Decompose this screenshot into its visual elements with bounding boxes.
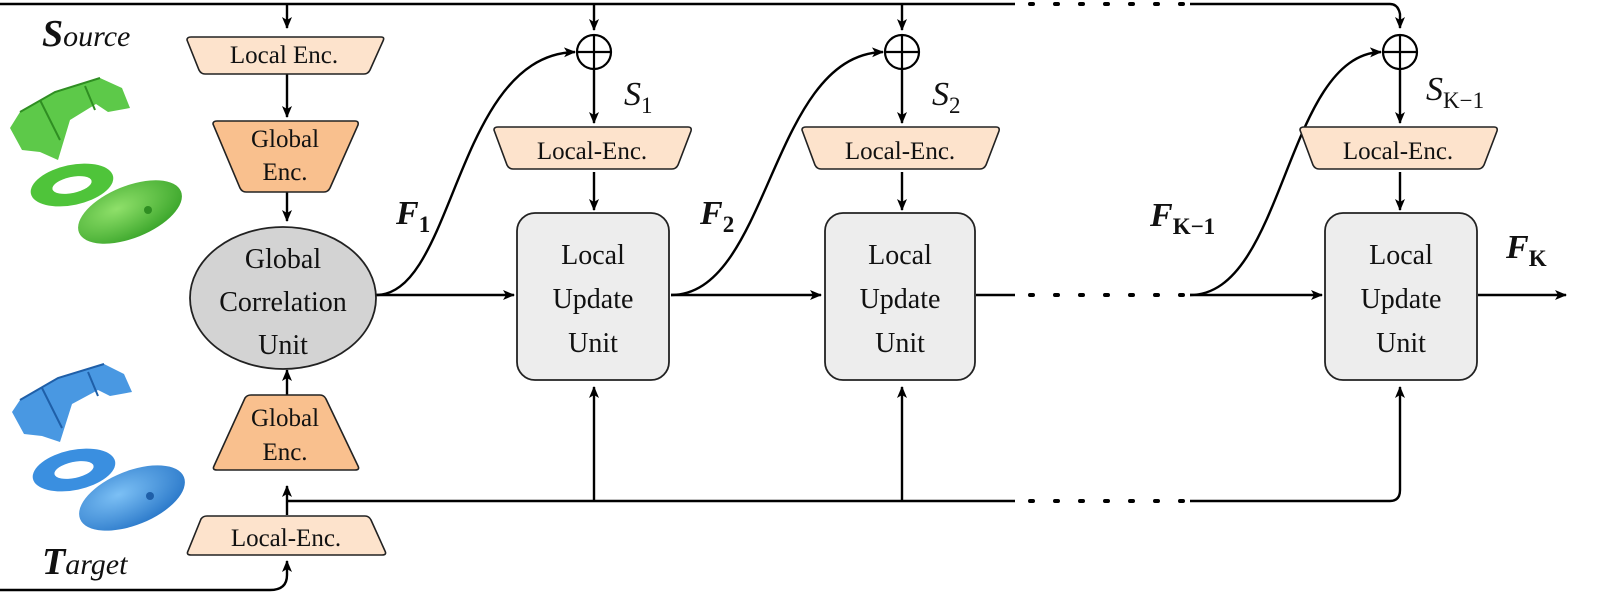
target-global-encoder: Global Enc.	[212, 394, 360, 471]
label: Update	[1361, 284, 1442, 315]
source-global-encoder: Global Enc.	[212, 120, 359, 193]
label: Global	[251, 405, 319, 432]
stage-2: S2 Local-Enc. Local Update Unit F2	[699, 33, 1000, 381]
local-update-unit-k: Local Update Unit	[1324, 212, 1478, 381]
oplus-1	[575, 33, 613, 71]
flow-label-k: FK	[1505, 229, 1547, 271]
arrow	[1189, 47, 1382, 297]
source-label: Source	[42, 13, 130, 55]
label: Unit	[1376, 328, 1426, 359]
label: Local-Enc.	[537, 138, 647, 165]
source-local-encoder: Local Enc.	[186, 36, 385, 75]
label: Local	[1369, 240, 1433, 271]
label: Local-Enc.	[1343, 138, 1453, 165]
target-bus-line	[287, 387, 1400, 503]
target-label: Target	[42, 541, 128, 583]
source-bus-line	[0, 2, 1400, 28]
oplus-k	[1381, 33, 1419, 71]
label: Unit	[568, 328, 618, 359]
label: Correlation	[219, 287, 347, 318]
target-point-cloud	[12, 363, 185, 531]
connections	[0, 2, 1567, 592]
state-label-2: S2	[932, 76, 961, 118]
state-label-1: S1	[624, 76, 653, 118]
label: Update	[860, 284, 941, 315]
local-update-unit-2: Local Update Unit	[824, 212, 976, 381]
stage-k: SK−1 Local-Enc. Local Update Unit FK−1 F…	[1149, 33, 1547, 381]
label: Update	[553, 284, 634, 315]
arrow	[670, 47, 884, 297]
source-point-cloud	[10, 77, 182, 244]
label: Global	[245, 244, 321, 275]
label: Local-Enc.	[231, 525, 341, 552]
label: Enc.	[262, 439, 307, 466]
flow-label-k-minus-1: FK−1	[1149, 197, 1215, 239]
target-local-encoder: Local-Enc.	[186, 515, 387, 556]
target-input-line	[0, 560, 292, 592]
stage-2-local-encoder: Local-Enc.	[801, 126, 1000, 170]
stage-1: S1 Local-Enc. Local Update Unit F1	[395, 33, 692, 381]
flow-label-2: F2	[699, 195, 734, 237]
state-label-k-minus-1: SK−1	[1426, 71, 1484, 113]
stage-k-local-encoder: Local-Enc.	[1299, 126, 1498, 170]
oplus-2	[883, 33, 921, 71]
global-correlation-unit: Global Correlation Unit	[189, 226, 377, 370]
label: Unit	[875, 328, 925, 359]
arrow	[375, 47, 576, 297]
flow-label-1: F1	[395, 195, 430, 237]
label: Local-Enc.	[845, 138, 955, 165]
label: Local Enc.	[230, 42, 338, 69]
label: Local	[561, 240, 625, 271]
stage-1-local-encoder: Local-Enc.	[493, 126, 692, 170]
label: Global	[251, 126, 319, 153]
label: Enc.	[262, 159, 307, 186]
label: Unit	[258, 330, 308, 361]
local-update-unit-1: Local Update Unit	[516, 212, 670, 381]
label: Local	[868, 240, 932, 271]
